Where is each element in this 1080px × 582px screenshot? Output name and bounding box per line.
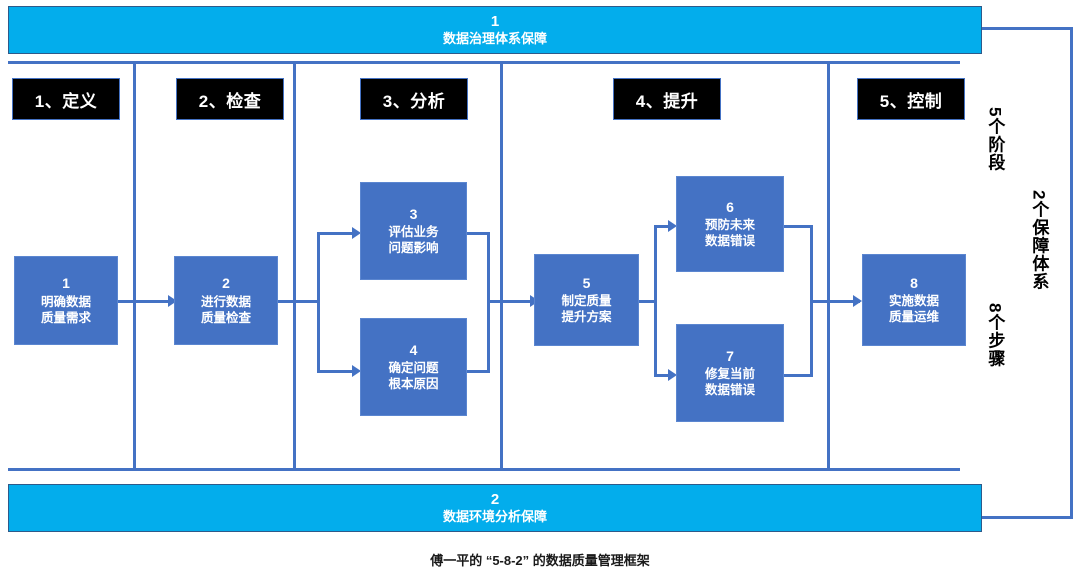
- process-box-7-number: 7: [726, 347, 734, 364]
- arrowhead-to-8: [853, 295, 862, 307]
- process-box-6-line2: 数据错误: [704, 234, 755, 249]
- process-box-1[interactable]: 1 明确数据 质量需求: [14, 256, 118, 345]
- side-label-stage-count: 5个阶段: [985, 106, 1005, 172]
- process-box-8-line2: 质量运维: [888, 310, 939, 325]
- process-box-5[interactable]: 5 制定质量 提升方案: [534, 254, 639, 346]
- stage-chip-2-inspect[interactable]: 2、检查: [176, 78, 284, 120]
- connector-5-out: [633, 300, 657, 303]
- process-box-4[interactable]: 4 确定问题 根本原因: [360, 318, 467, 416]
- process-box-4-line1: 确定问题: [388, 361, 439, 376]
- connector-2-out: [277, 300, 320, 303]
- process-box-2[interactable]: 2 进行数据 质量检查: [174, 256, 278, 345]
- stage-divider-4: [827, 63, 830, 468]
- process-box-3[interactable]: 3 评估业务 问题影响: [360, 182, 467, 280]
- process-box-1-line2: 质量需求: [40, 310, 91, 325]
- connector-4-out: [466, 370, 490, 373]
- process-box-2-line2: 质量检查: [200, 310, 251, 325]
- guarantee-bottom-label: 数据环境分析保障: [442, 509, 547, 525]
- process-box-5-line2: 提升方案: [561, 310, 612, 325]
- connector-7-out: [783, 374, 813, 377]
- process-box-2-number: 2: [222, 275, 230, 292]
- process-box-3-line1: 评估业务: [388, 225, 439, 240]
- process-box-4-line2: 根本原因: [388, 377, 439, 392]
- process-box-6[interactable]: 6 预防未来 数据错误: [676, 176, 784, 272]
- connector-split-to-4: [317, 370, 357, 373]
- arrowhead-to-7: [668, 369, 677, 381]
- guarantee-bottom-number: 2: [490, 491, 500, 509]
- guarantee-loop-right-segment: [1070, 27, 1073, 519]
- process-box-3-number: 3: [409, 205, 418, 222]
- process-box-4-number: 4: [409, 341, 418, 358]
- stage-chip-4-improve[interactable]: 4、提升: [613, 78, 721, 120]
- connector-3-out: [466, 232, 490, 235]
- process-box-7-line2: 数据错误: [704, 383, 755, 398]
- process-box-8-number: 8: [910, 274, 918, 291]
- process-box-6-number: 6: [726, 198, 734, 215]
- process-box-5-line1: 制定质量: [561, 294, 612, 309]
- guarantee-top-label: 数据治理体系保障: [442, 31, 547, 47]
- side-label-guarantee-count: 2个保障体系: [1029, 190, 1049, 291]
- connector-split-3-4: [317, 232, 320, 373]
- guarantee-top-number: 1: [490, 13, 500, 31]
- connector-merge-to-5: [487, 300, 537, 303]
- stage-chip-3-analyze[interactable]: 3、分析: [360, 78, 468, 120]
- stage-lane-bottom-rule: [8, 468, 960, 471]
- process-box-1-line1: 明确数据: [40, 294, 91, 309]
- arrowhead-to-3: [352, 227, 361, 239]
- connector-split-6-7: [654, 225, 657, 377]
- process-box-5-number: 5: [582, 274, 591, 291]
- arrowhead-1-to-2: [168, 295, 177, 307]
- connector-merge-to-8: [810, 300, 860, 303]
- process-box-8-line1: 实施数据: [888, 294, 939, 309]
- connector-split-to-6: [654, 225, 674, 228]
- arrowhead-to-4: [352, 365, 361, 377]
- stage-lane-top-rule: [8, 61, 960, 64]
- guarantee-loop-bottom-segment: [978, 516, 1073, 519]
- figure-caption: 傅一平的 “5-8-2” 的数据质量管理框架: [430, 553, 650, 568]
- process-box-2-line1: 进行数据: [200, 294, 251, 309]
- connector-split-to-7: [654, 374, 674, 377]
- stage-divider-2: [293, 63, 296, 468]
- guarantee-bar-top[interactable]: 1 数据治理体系保障: [8, 6, 982, 54]
- stage-chip-1-define[interactable]: 1、定义: [12, 78, 120, 120]
- side-label-step-count: 8个步骤: [985, 302, 1005, 368]
- arrowhead-to-6: [668, 220, 677, 232]
- process-box-7-line1: 修复当前: [704, 367, 755, 382]
- connector-split-to-3: [317, 232, 357, 235]
- process-box-3-line2: 问题影响: [388, 241, 439, 256]
- stage-chip-5-control[interactable]: 5、控制: [857, 78, 965, 120]
- connector-1-to-2: [117, 300, 173, 303]
- process-box-8[interactable]: 8 实施数据 质量运维: [862, 254, 966, 346]
- guarantee-loop-top-segment: [978, 27, 1073, 30]
- process-box-7[interactable]: 7 修复当前 数据错误: [676, 324, 784, 422]
- guarantee-bar-bottom[interactable]: 2 数据环境分析保障: [8, 484, 982, 532]
- process-box-6-line1: 预防未来: [704, 218, 755, 233]
- process-box-1-number: 1: [62, 275, 70, 292]
- stage-divider-3: [500, 63, 503, 468]
- connector-6-out: [783, 225, 813, 228]
- stage-divider-1: [133, 63, 136, 468]
